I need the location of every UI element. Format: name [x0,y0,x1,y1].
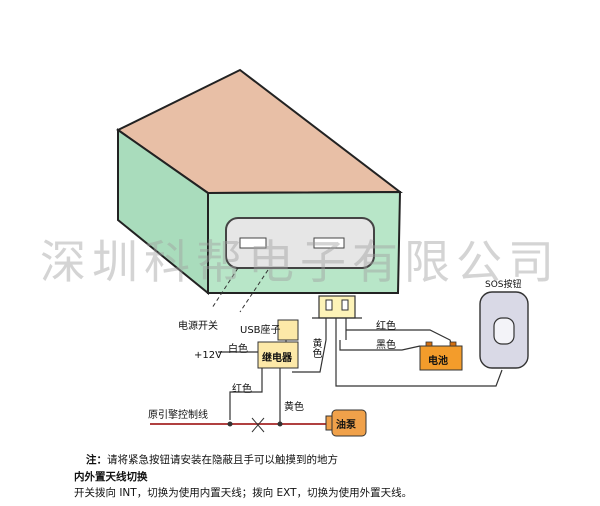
red-wire-label: 红色 [376,321,396,332]
power-switch-leader [211,267,239,309]
red-wire-ignition-label: 红色 [232,384,252,395]
usb-port-leader [239,269,269,313]
note-line-2: 内外置天线切换 [74,471,148,483]
device-port-panel [225,217,375,269]
tracker-device [116,68,403,296]
company-watermark: 深圳科帮电子有限公司 [40,235,560,289]
yellow-wire-fuel-label: 黄色 [284,402,304,413]
battery-label: 电池 [428,356,448,367]
fuel-pump-label: 油泵 [336,420,356,431]
usb-port-slot [313,237,345,249]
sos-button-device [479,291,529,369]
yellow-vertical-label: 黄色 [310,338,321,358]
red-wire-ignition [229,368,263,420]
cut-mark [251,417,265,433]
note-line-1: 注：请将紧急按钮请安装在隐蔽且手可以触摸到的地方 [86,452,338,467]
plus12v-label: +12V [194,350,222,361]
fuel-pump [325,409,367,437]
power-switch-label: 电源开关 [178,321,218,332]
power-switch-slot [239,237,267,249]
note-text-1: 请将紧急按钮请安装在隐蔽且手可以触摸到的地方 [107,454,338,466]
white-wire-label: 白色 [228,344,248,355]
ignition-wire-label: 原引擎控制线 [148,410,208,421]
sos-wire [335,340,503,387]
red-wire-battery [346,329,453,347]
yellow-wire-relay [292,339,327,373]
sos-button-label: SOS按钮 [485,280,522,290]
relay [257,319,299,369]
usb-port-label: USB座子 [240,325,281,336]
note-line-3: 开关拨向 INT，切换为使用内置天线；拨向 EXT，切换为使用外置天线。 [74,487,413,499]
note-prefix: 注： [86,454,107,466]
black-wire-label: 黑色 [376,340,396,351]
black-wire-battery [339,340,421,351]
connector-plug [312,295,362,340]
relay-label: 继电器 [262,353,292,364]
battery [419,341,463,371]
